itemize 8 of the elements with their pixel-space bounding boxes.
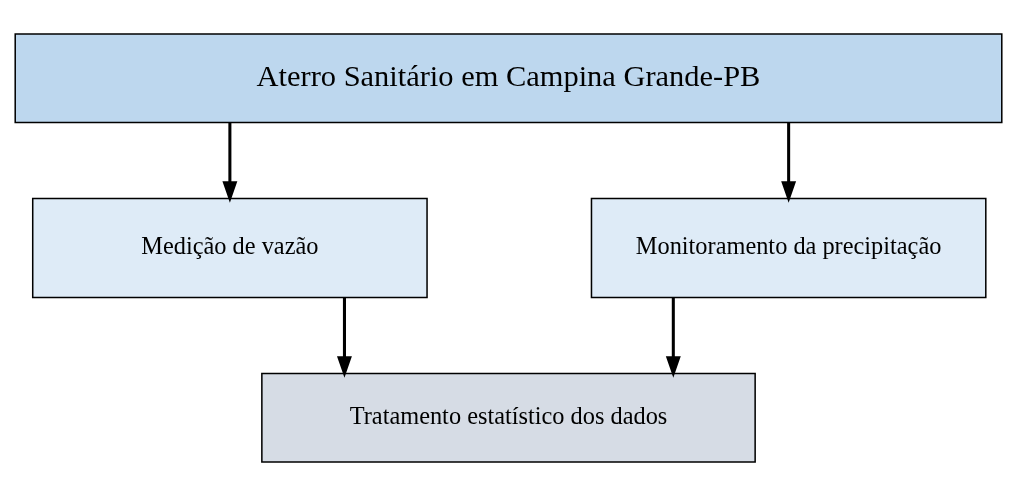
node-box: Tratamento estatístico dos dados (261, 372, 756, 463)
node-box: Monitoramento da precipitação (590, 197, 987, 298)
arrow (336, 297, 352, 378)
node-box: Medição de vazão (31, 197, 428, 298)
node-box: Aterro Sanitário em Campina Grande-PB (14, 32, 1003, 123)
arrow (665, 297, 681, 378)
arrow (781, 121, 797, 203)
arrow (222, 121, 238, 203)
